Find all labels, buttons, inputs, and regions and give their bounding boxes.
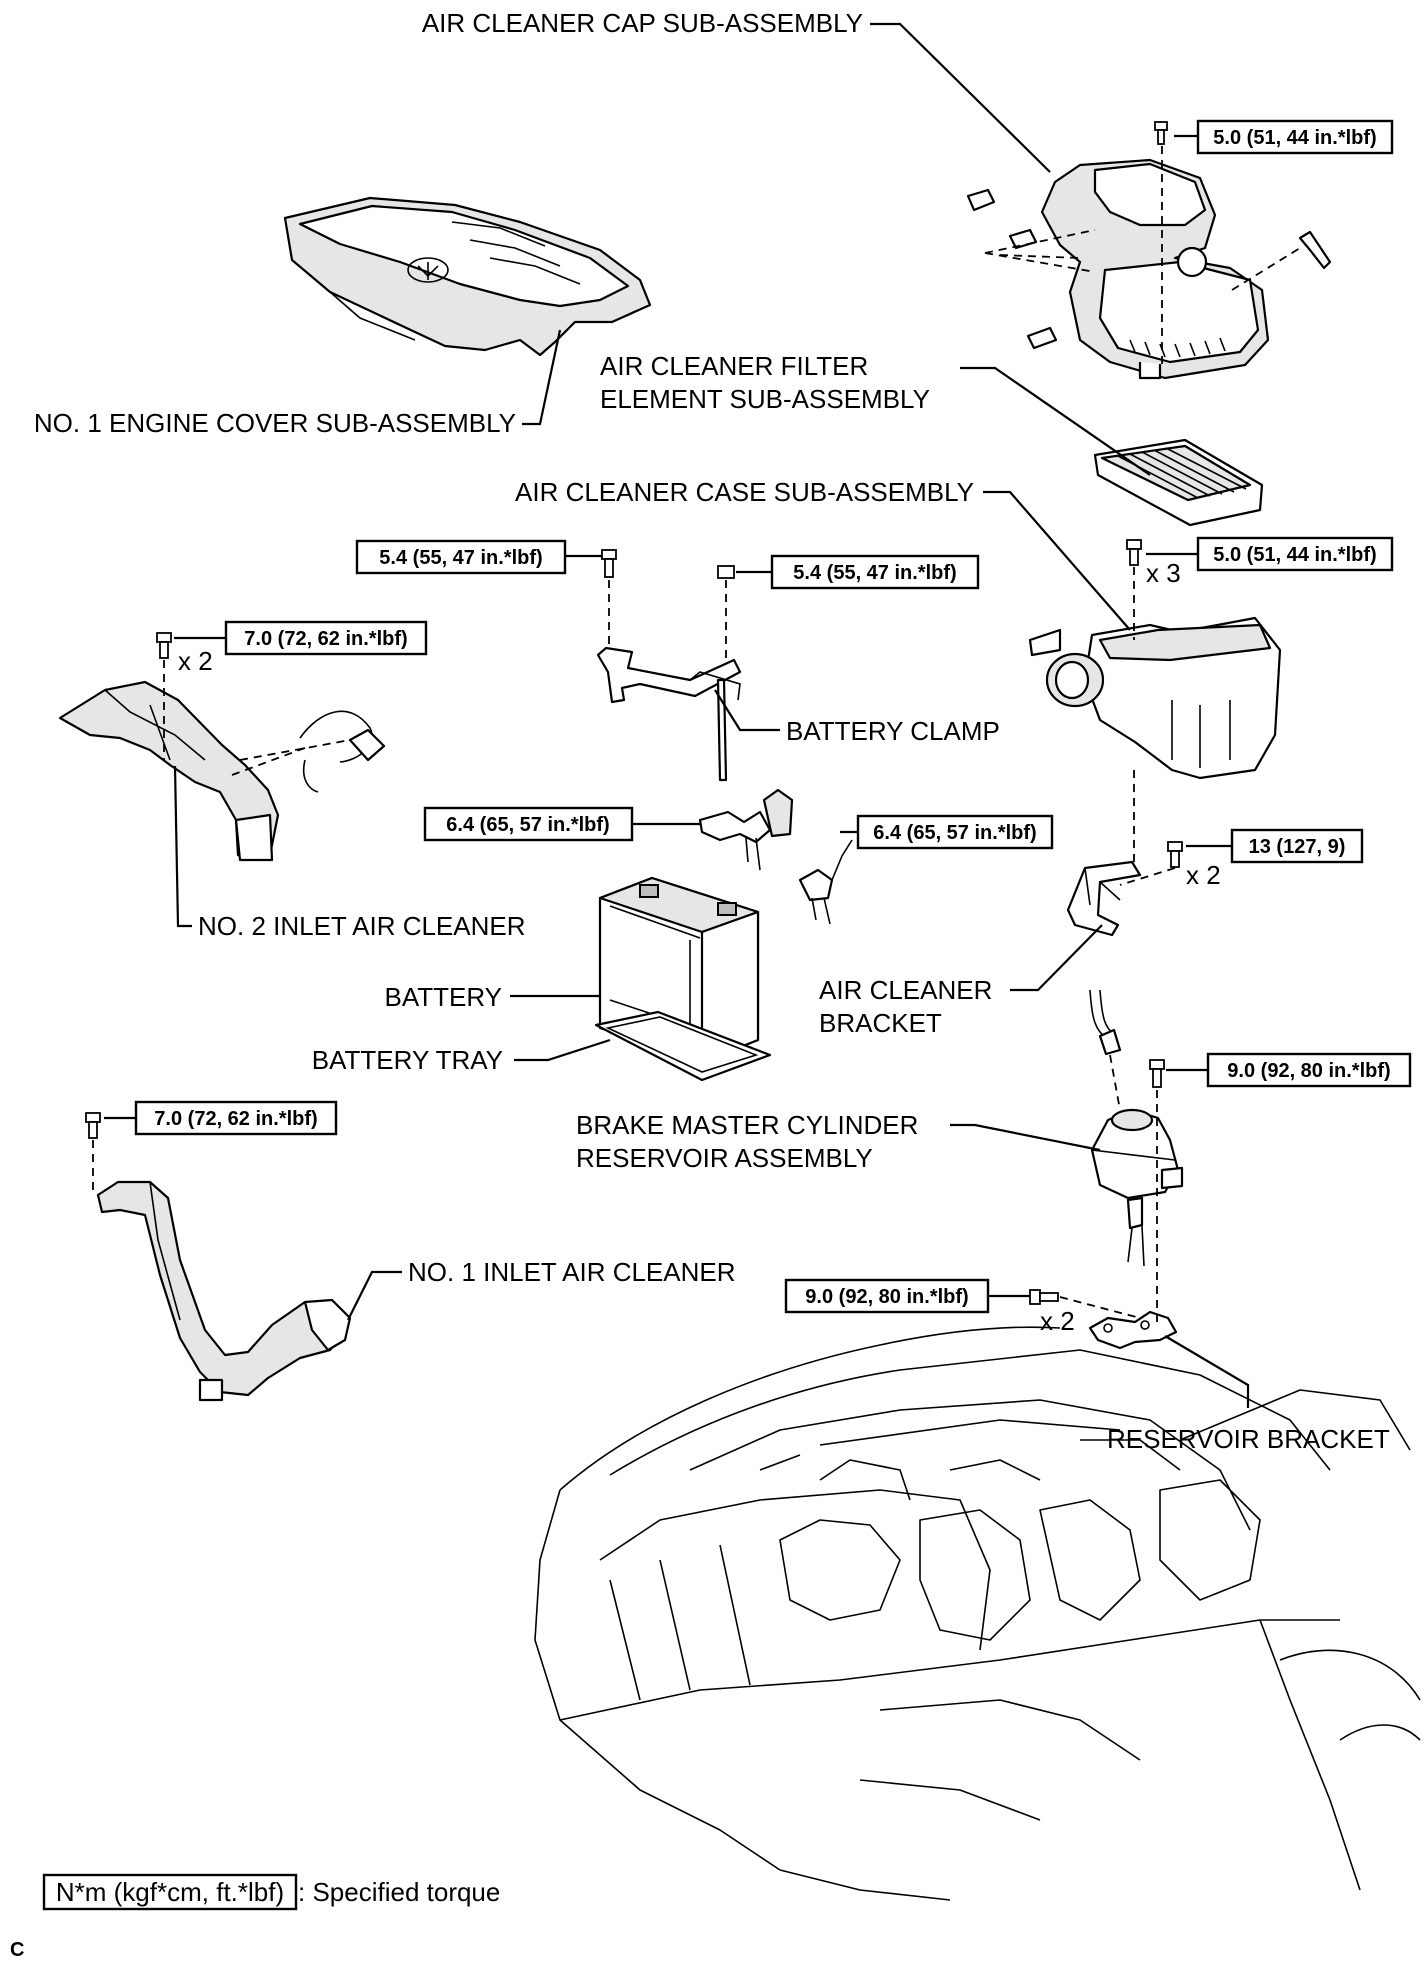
torque-clamp-nut-right: 5.4 (55, 47 in.*lbf) <box>793 562 956 584</box>
reservoir-bracket-drawing <box>1088 1310 1178 1350</box>
label-engine-cover: NO. 1 ENGINE COVER SUB-ASSEMBLY <box>34 408 516 438</box>
qty-bracket-bolts: x 2 <box>1186 860 1221 890</box>
torque-bracket-bolt: 13 (127, 9) <box>1249 836 1346 858</box>
label-air-cleaner-cap: AIR CLEANER CAP SUB-ASSEMBLY <box>422 8 863 38</box>
torque-case-bolt: 5.0 (51, 44 in.*lbf) <box>1213 544 1376 566</box>
legend-description: : Specified torque <box>298 1877 500 1907</box>
reservoir-bolt-icon <box>1149 1059 1165 1088</box>
air-cleaner-cap-drawing <box>1040 158 1270 380</box>
label-brake-reservoir-line2: RESERVOIR ASSEMBLY <box>576 1143 873 1173</box>
corner-mark: C <box>10 1939 24 1961</box>
torque-reservoir-bracket-bolt: 9.0 (92, 80 in.*lbf) <box>805 1286 968 1308</box>
no1-inlet-bolt-icon <box>85 1112 101 1139</box>
brake-reservoir-drawing <box>1090 1108 1184 1267</box>
qty-reservoir-bracket-bolts: x 2 <box>1040 1306 1075 1336</box>
label-air-cleaner-case: AIR CLEANER CASE SUB-ASSEMBLY <box>515 477 974 507</box>
battery-terminal-left-drawing <box>698 788 794 871</box>
torque-terminal-right: 6.4 (65, 57 in.*lbf) <box>873 822 1036 844</box>
clamp-bolt-icon <box>601 549 617 578</box>
filter-element-drawing <box>1093 438 1264 527</box>
no2-inlet-drawing <box>58 680 280 862</box>
bracket-bolt-icon <box>1167 841 1183 868</box>
legend-torque-format: N*m (kgf*cm, ft.*lbf) <box>56 1877 284 1907</box>
bolt-axes <box>92 146 1176 1325</box>
reservoir-hose-drawing <box>1089 989 1122 1056</box>
bolts <box>85 121 1183 1305</box>
torque-no1-inlet-bolt: 7.0 (72, 62 in.*lbf) <box>154 1108 317 1130</box>
bolt-quantities: x 3 x 2 x 2 x 2 <box>178 558 1221 1336</box>
battery-tray-drawing <box>594 1010 772 1082</box>
torque-no2-inlet-bolt: 7.0 (72, 62 in.*lbf) <box>244 628 407 650</box>
torque-terminal-left: 6.4 (65, 57 in.*lbf) <box>446 814 609 836</box>
vehicle-front-drawing <box>534 1326 1421 1901</box>
label-no2-inlet: NO. 2 INLET AIR CLEANER <box>198 911 526 941</box>
clamp-nut-icon <box>717 565 735 579</box>
battery-terminal-right-drawing <box>798 839 853 925</box>
torque-reservoir-bolt: 9.0 (92, 80 in.*lbf) <box>1227 1060 1390 1082</box>
label-battery-clamp: BATTERY CLAMP <box>786 716 1000 746</box>
label-brake-reservoir-line1: BRAKE MASTER CYLINDER <box>576 1110 918 1140</box>
no2-inlet-bolt-icon <box>156 632 172 659</box>
reservoir-bracket-bolt-icon <box>1029 1289 1059 1305</box>
no1-inlet-drawing <box>96 1180 352 1402</box>
label-no1-inlet: NO. 1 INLET AIR CLEANER <box>408 1257 736 1287</box>
label-battery: BATTERY <box>384 982 502 1012</box>
label-filter-element-line1: AIR CLEANER FILTER <box>600 351 868 381</box>
air-cleaner-case-drawing <box>1028 616 1282 780</box>
qty-no2-inlet-bolts: x 2 <box>178 646 213 676</box>
label-filter-element-line2: ELEMENT SUB-ASSEMBLY <box>600 384 930 414</box>
torque-specs: 5.0 (51, 44 in.*lbf) 5.0 (51, 44 in.*lbf… <box>134 119 1412 1314</box>
torque-legend: N*m (kgf*cm, ft.*lbf) : Specified torque <box>42 1873 500 1911</box>
engine-cover-drawing <box>283 196 652 357</box>
label-air-cleaner-bracket-line2: BRACKET <box>819 1008 942 1038</box>
torque-clamp-bolt-left: 5.4 (55, 47 in.*lbf) <box>379 547 542 569</box>
no2-connector-drawing <box>299 710 386 793</box>
qty-case-bolts: x 3 <box>1146 558 1181 588</box>
label-reservoir-bracket: RESERVOIR BRACKET <box>1107 1424 1390 1454</box>
case-bolt-icon <box>1126 539 1142 566</box>
part-labels: AIR CLEANER CAP SUB-ASSEMBLY NO. 1 ENGIN… <box>34 8 1390 1454</box>
label-battery-tray: BATTERY TRAY <box>312 1045 503 1075</box>
leaders <box>104 22 1250 1408</box>
battery-clamp-drawing <box>596 646 742 782</box>
label-air-cleaner-bracket-line1: AIR CLEANER <box>819 975 992 1005</box>
cap-bolt-icon <box>1154 121 1168 145</box>
torque-cap-bolt: 5.0 (51, 44 in.*lbf) <box>1213 127 1376 149</box>
air-cleaner-bracket-drawing <box>1066 860 1142 937</box>
